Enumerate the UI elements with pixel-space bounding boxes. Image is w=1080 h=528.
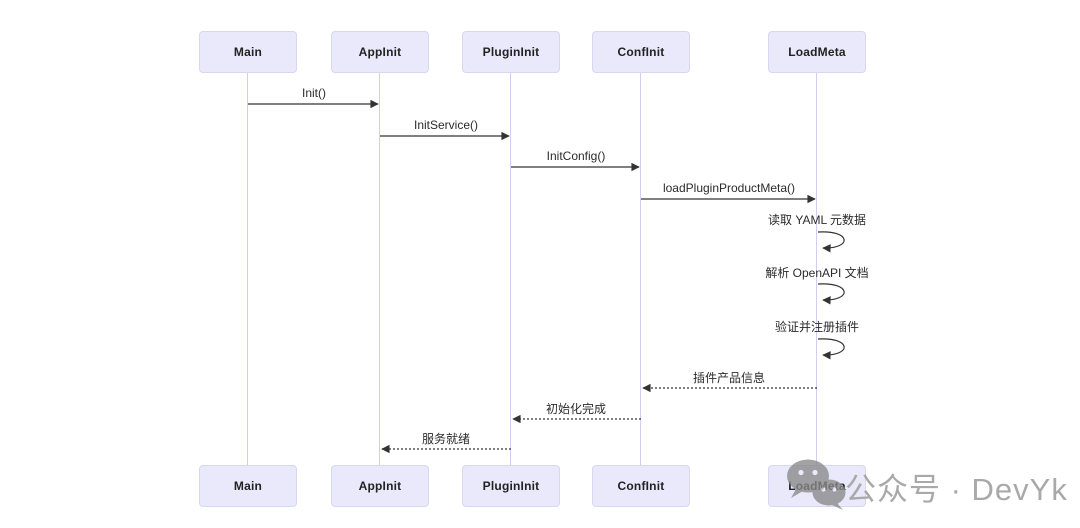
actor-label: Main xyxy=(233,479,263,493)
message-label: 插件产品信息 xyxy=(692,371,766,385)
actor-label: AppInit xyxy=(358,479,402,493)
lifeline-appinit xyxy=(379,72,380,466)
message-label: 服务就绪 xyxy=(421,432,471,446)
wechat-icon xyxy=(787,459,846,510)
actor-plugininit-top: PluginInit xyxy=(462,31,560,73)
message-label: InitConfig() xyxy=(546,149,606,163)
actor-appinit-bottom: AppInit xyxy=(331,465,429,507)
actor-label: AppInit xyxy=(358,45,402,59)
actor-label: LoadMeta xyxy=(788,45,846,59)
actor-label: ConfInit xyxy=(617,45,665,59)
lifeline-main xyxy=(247,72,248,466)
message-label: 验证并注册插件 xyxy=(774,320,860,334)
actor-plugininit-bottom: PluginInit xyxy=(462,465,560,507)
message-label: 初始化完成 xyxy=(545,402,607,416)
lifeline-plugininit xyxy=(510,72,511,466)
actor-appinit-top: AppInit xyxy=(331,31,429,73)
self-loop-validate-register xyxy=(817,338,845,360)
actor-confinit-top: ConfInit xyxy=(592,31,690,73)
self-loop-read-yaml xyxy=(817,231,845,253)
watermark-text: 公众号 · DevYk xyxy=(845,472,1068,507)
actor-label: ConfInit xyxy=(617,479,665,493)
actor-loadmeta-top: LoadMeta xyxy=(768,31,866,73)
actor-label: Main xyxy=(233,45,263,59)
actor-main-top: Main xyxy=(199,31,297,73)
message-label: 读取 YAML 元数据 xyxy=(767,213,867,227)
actor-label: PluginInit xyxy=(482,45,540,59)
message-label: 解析 OpenAPI 文档 xyxy=(765,266,869,280)
self-loop-parse-openapi xyxy=(817,283,845,305)
actor-label: PluginInit xyxy=(482,479,540,493)
lifeline-confinit xyxy=(640,72,641,466)
message-label: loadPluginProductMeta() xyxy=(662,181,796,195)
actor-confinit-bottom: ConfInit xyxy=(592,465,690,507)
message-label: Init() xyxy=(302,86,326,100)
actor-main-bottom: Main xyxy=(199,465,297,507)
message-label: InitService() xyxy=(413,118,479,132)
lifeline-loadmeta xyxy=(816,72,817,466)
